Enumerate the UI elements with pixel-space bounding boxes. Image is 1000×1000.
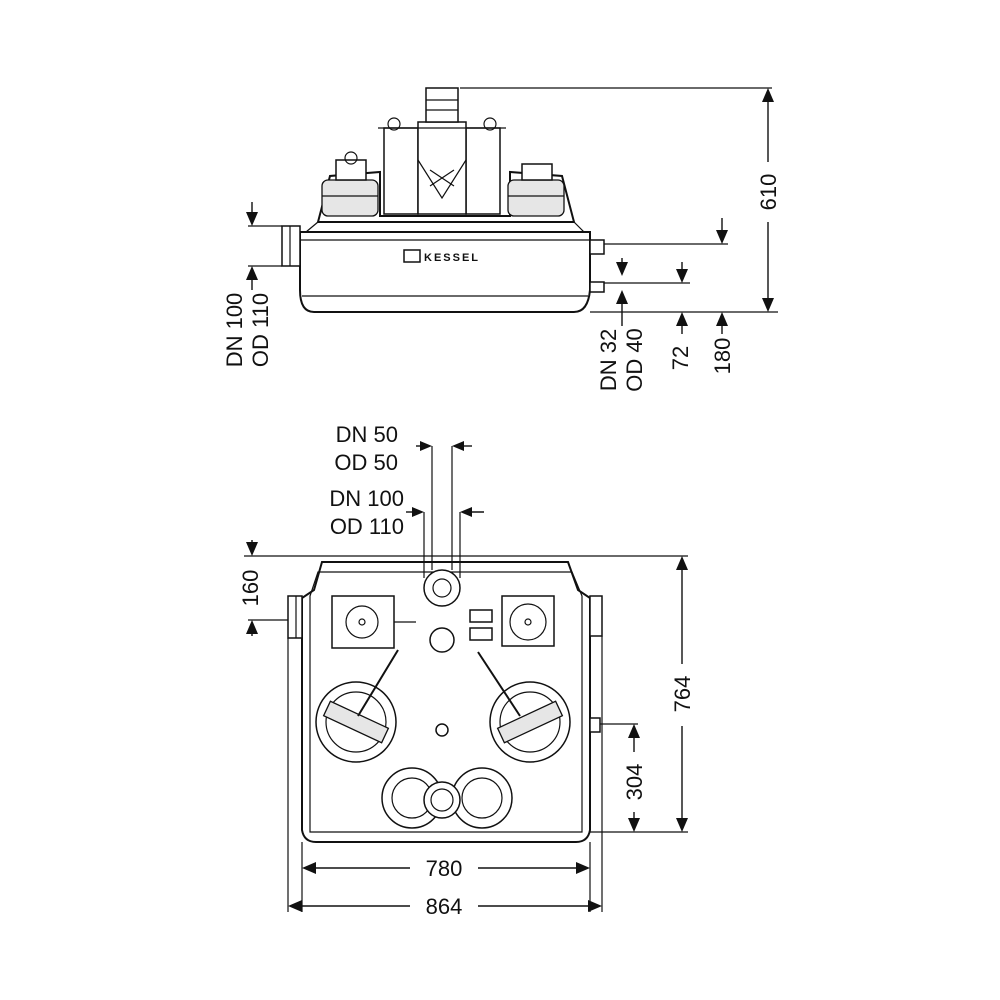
label-160: 160 [238, 570, 263, 607]
label-dn50: DN 50 [336, 422, 398, 447]
label-764: 764 [670, 676, 695, 713]
dimension-72: 72 [668, 262, 693, 370]
label-180: 180 [710, 338, 735, 375]
label-610: 610 [756, 174, 781, 211]
label-72: 72 [668, 346, 693, 370]
top-connection [423, 569, 461, 607]
label-inlet-od: OD 110 [248, 293, 273, 367]
tank-body-plan [301, 561, 591, 843]
second-opening [429, 627, 455, 653]
dimension-inlet-side: DN 100 OD 110 [222, 202, 273, 367]
label-304: 304 [622, 764, 647, 801]
right-pump-motor [507, 163, 565, 217]
label-od110: OD 110 [330, 514, 404, 539]
dimension-dn100: DN 100 OD 110 [329, 486, 484, 539]
label-864: 864 [426, 894, 463, 919]
label-inlet-dn: DN 100 [222, 293, 247, 368]
label-outlet-od: OD 40 [622, 328, 647, 392]
outlet-stub-plan [589, 717, 601, 733]
label-dn100: DN 100 [329, 486, 404, 511]
inlet-pipe-side [281, 225, 301, 267]
elevation-view: KESSEL 610 DN 100 OD 110 [222, 87, 781, 392]
dimension-180: 180 [710, 218, 735, 374]
bottom-pumps [381, 767, 513, 829]
plan-view: DN 50 OD 50 DN 100 OD 110 160 764 [238, 422, 695, 919]
label-outlet-dn: DN 32 [596, 329, 621, 391]
dimension-304: 304 [622, 724, 647, 832]
brand-name: KESSEL [424, 252, 480, 264]
side-inlet-right [589, 595, 603, 637]
right-square-cover [501, 595, 555, 647]
control-box-lower [469, 627, 493, 641]
outlet-stub-side [589, 239, 605, 293]
dimension-610: 610 [756, 88, 781, 312]
dimension-764: 764 [670, 556, 695, 832]
dimension-160: 160 [238, 540, 263, 636]
left-pump-motor [321, 151, 379, 217]
inlet-pipe-plan [287, 595, 303, 639]
dimension-outlet-side: DN 32 OD 40 [596, 258, 647, 392]
brand-plate: KESSEL [403, 249, 480, 264]
label-780: 780 [426, 856, 463, 881]
control-box-upper [469, 609, 493, 623]
left-pump-shaft [315, 649, 399, 763]
right-pump-shaft [477, 651, 571, 763]
dimension-780: 780 [302, 856, 590, 881]
left-square-cover [331, 595, 416, 649]
label-od50: OD 50 [334, 450, 398, 475]
small-opening [435, 723, 449, 737]
central-riser [378, 87, 506, 215]
dimension-dn50: DN 50 OD 50 [334, 422, 472, 475]
dimension-864: 864 [288, 894, 602, 919]
